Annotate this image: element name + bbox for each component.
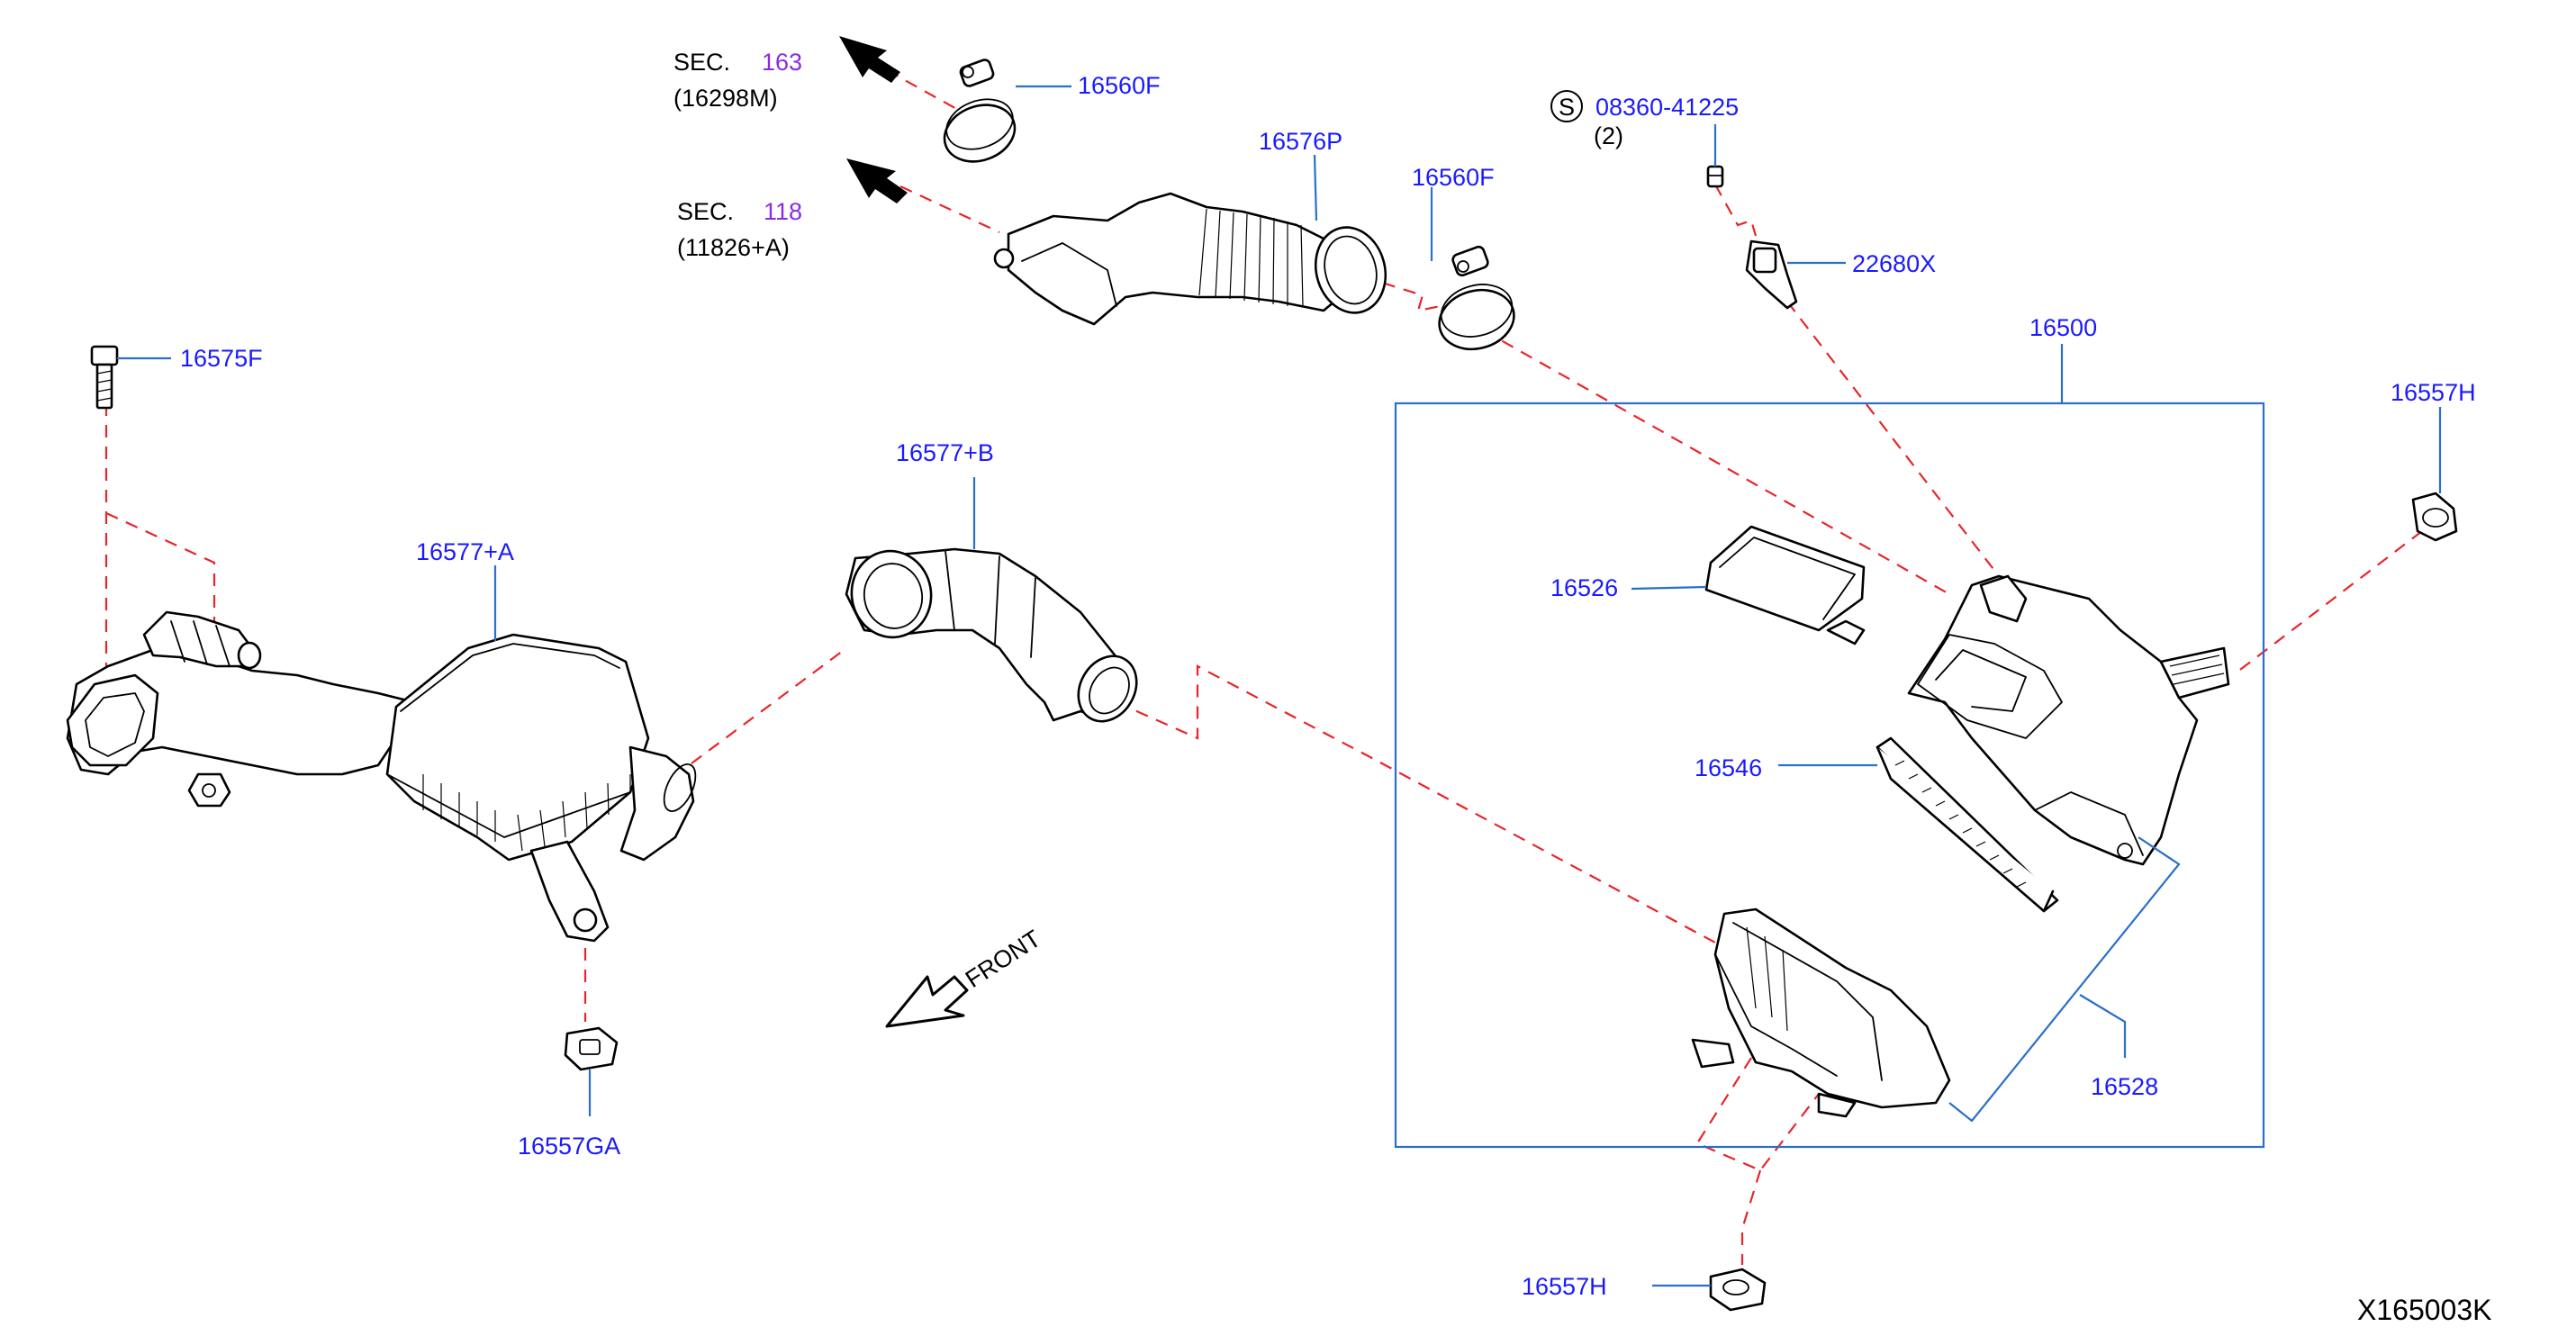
callout-16546[interactable]: 16546 xyxy=(1695,754,1762,781)
callout-16500[interactable]: 16500 xyxy=(2029,314,2097,341)
callout-22680X[interactable]: 22680X xyxy=(1852,250,1936,277)
air-duct-hose xyxy=(993,192,1387,326)
mass-air-flow-sensor xyxy=(1745,239,1798,310)
air-cleaner-lower-case xyxy=(1691,907,1951,1118)
section-ref-163-sub: (16298M) xyxy=(673,85,778,112)
callout-16576P[interactable]: 16576P xyxy=(1259,128,1342,155)
section-arrow-163 xyxy=(839,36,900,83)
bolt-part xyxy=(90,345,119,410)
screw-part-number[interactable]: 08360-41225 xyxy=(1595,94,1739,121)
screw-callout[interactable]: S 08360-41225 (2) xyxy=(1550,90,1739,149)
section-arrow-118 xyxy=(846,158,908,203)
callout-16557GA[interactable]: 16557GA xyxy=(518,1133,620,1160)
air-filter-element xyxy=(1876,736,2059,913)
section-ref-163-prefix: SEC. xyxy=(673,49,730,76)
section-ref-118-prefix: SEC. xyxy=(677,198,734,225)
grommet-bottom xyxy=(1709,1268,1767,1312)
section-ref-163[interactable]: SEC. 163 (16298M) xyxy=(673,49,802,112)
callout-16577-A[interactable]: 16577+A xyxy=(416,538,514,565)
callout-16575F[interactable]: 16575F xyxy=(180,345,263,372)
section-ref-118-sub: (11826+A) xyxy=(677,234,790,261)
screw-part xyxy=(1706,165,1724,188)
hose-clamp-lower xyxy=(1438,245,1515,351)
assembly-bracket-box xyxy=(1394,402,2265,1149)
callout-16528[interactable]: 16528 xyxy=(2091,1073,2158,1100)
section-ref-163-number[interactable]: 163 xyxy=(762,49,802,76)
diagram-id: X165003K xyxy=(2357,1294,2491,1326)
section-ref-118[interactable]: SEC. 118 (11826+A) xyxy=(677,198,802,261)
screw-symbol: S xyxy=(1559,94,1575,121)
grommet-left xyxy=(564,1026,619,1071)
callout-16577-B[interactable]: 16577+B xyxy=(896,439,994,466)
hose-clamp-upper xyxy=(943,59,1017,163)
screw-quantity: (2) xyxy=(1594,122,1623,149)
air-cleaner-upper-case xyxy=(1907,574,2230,866)
callout-16560F-lower[interactable]: 16560F xyxy=(1412,164,1495,191)
inlet-duct-assembly xyxy=(66,610,697,943)
grommet-right xyxy=(2411,492,2458,542)
callout-16526[interactable]: 16526 xyxy=(1550,574,1618,601)
cover-part xyxy=(1704,525,1866,645)
front-arrow-icon xyxy=(885,975,969,1028)
callout-16560F-upper[interactable]: 16560F xyxy=(1078,72,1161,99)
front-label: FRONT xyxy=(961,925,1045,993)
resonator-duct xyxy=(845,547,1138,723)
callout-leaders xyxy=(117,85,2442,1287)
callout-16557H-right[interactable]: 16557H xyxy=(2391,379,2476,406)
section-ref-118-number[interactable]: 118 xyxy=(764,198,802,225)
callout-16557H-bottom[interactable]: 16557H xyxy=(1522,1273,1607,1300)
